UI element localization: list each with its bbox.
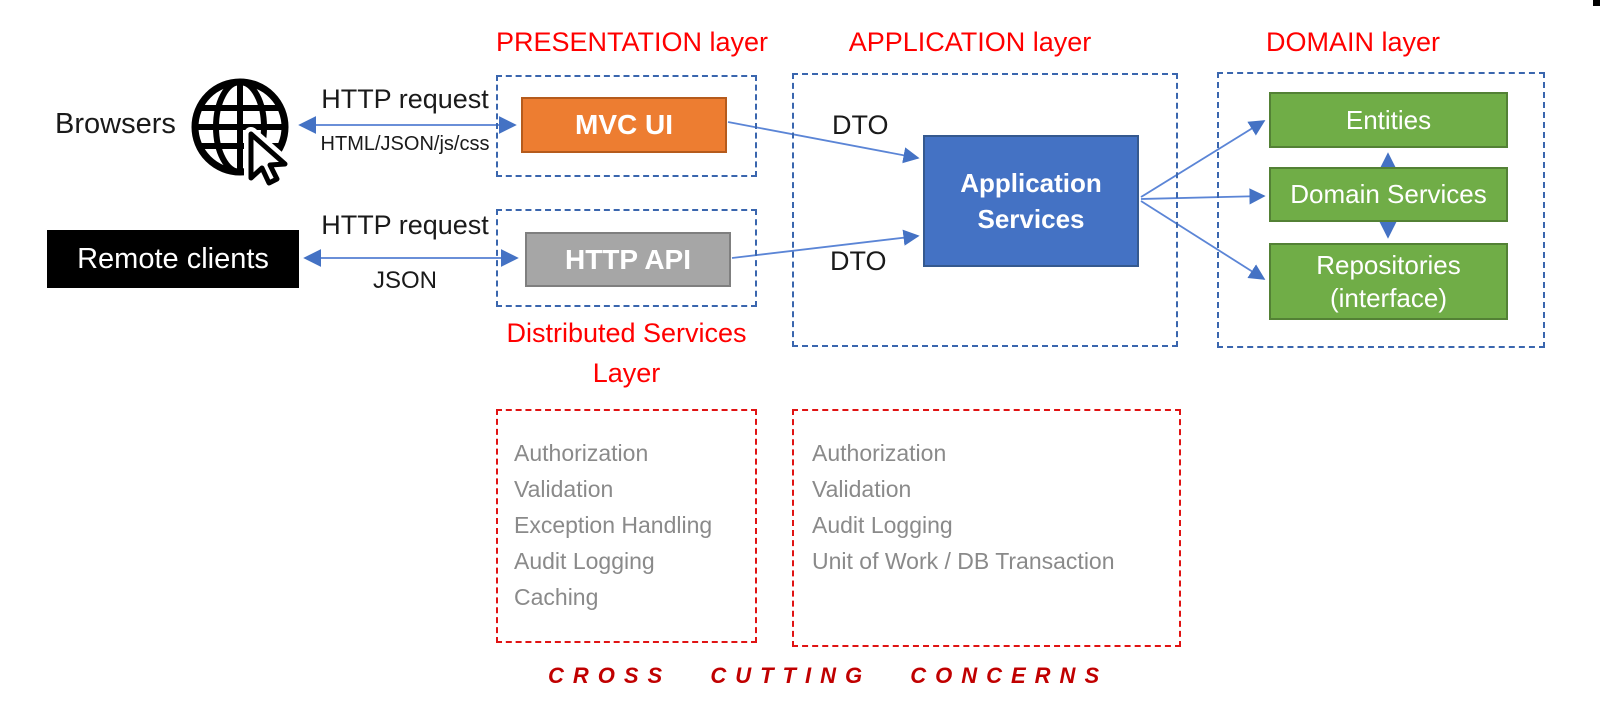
globe-icon xyxy=(191,78,292,190)
presentation-layer-title: PRESENTATION layer xyxy=(496,27,769,57)
entities-label: Entities xyxy=(1345,104,1432,135)
list-item: Validation xyxy=(514,476,614,502)
list-item: Validation xyxy=(812,476,912,502)
remote-clients-label: Remote clients xyxy=(77,242,269,275)
cross-cutting-concerns-title: CROSS CUTTING CONCERNS xyxy=(548,663,1109,688)
list-item: Exception Handling xyxy=(514,512,713,538)
domain-services-box: Domain Services xyxy=(1269,167,1508,222)
remote-clients-box: Remote clients xyxy=(47,230,299,288)
repositories-label-line2: (interface) xyxy=(1329,282,1448,313)
screen-edge-artifact xyxy=(1593,0,1600,6)
mvc-dto-label: DTO xyxy=(832,110,889,140)
application-layer-dashed-box xyxy=(792,73,1178,347)
list-item: Caching xyxy=(514,584,599,610)
mouse-cursor-icon xyxy=(244,127,292,190)
list-item: Authorization xyxy=(812,440,947,466)
repositories-box: Repositories (interface) xyxy=(1269,243,1508,320)
distributed-services-layer-title: Distributed Services Layer xyxy=(506,318,747,388)
domain-layer-title: DOMAIN layer xyxy=(1265,27,1441,57)
remote-http-request-label: HTTP request xyxy=(321,210,489,240)
entities-box: Entities xyxy=(1269,92,1508,148)
browsers-label: Browsers xyxy=(55,108,176,140)
list-item: Unit of Work / DB Transaction xyxy=(812,548,1115,574)
http-api-label: HTTP API xyxy=(564,243,691,275)
application-services-box: Application Services xyxy=(923,135,1139,267)
mvc-ui-box: MVC UI xyxy=(521,97,727,153)
domain-services-label: Domain Services xyxy=(1290,179,1487,209)
distributed-concerns-list: Authorization Validation Exception Handl… xyxy=(514,435,712,615)
browser-http-request-label: HTTP request xyxy=(321,84,489,114)
remote-payload-label: JSON xyxy=(372,267,437,294)
mvc-ui-label: MVC UI xyxy=(575,109,673,140)
distributed-concerns-dashed-box xyxy=(496,409,757,643)
api-dto-label: DTO xyxy=(830,246,887,276)
application-layer-title: APPLICATION layer xyxy=(848,27,1092,57)
http-api-box: HTTP API xyxy=(525,232,731,287)
application-concerns-list: Authorization Validation Audit Logging U… xyxy=(812,435,1115,579)
browser-payload-label: HTML/JSON/js/css xyxy=(320,133,490,155)
repositories-label-line1: Repositories xyxy=(1316,249,1461,280)
distributed-services-dashed-box xyxy=(496,209,757,307)
list-item: Audit Logging xyxy=(812,512,953,538)
list-item: Authorization xyxy=(514,440,649,466)
domain-layer-dashed-box xyxy=(1217,72,1545,348)
presentation-mvc-dashed-box xyxy=(496,75,757,177)
application-concerns-dashed-box xyxy=(792,409,1181,647)
application-services-label: Application Services xyxy=(960,168,1102,234)
list-item: Audit Logging xyxy=(514,548,655,574)
